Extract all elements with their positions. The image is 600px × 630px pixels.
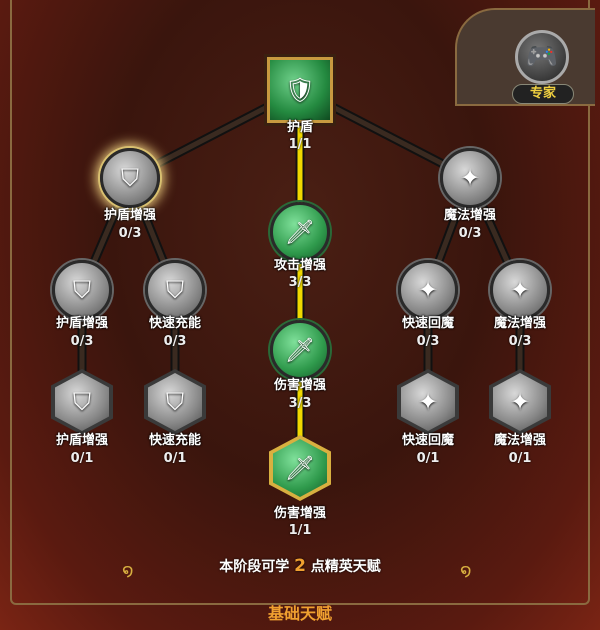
talent-label: 魔法增强 xyxy=(493,433,547,448)
talent-label: 护盾 xyxy=(286,120,314,135)
talent-label: 护盾增强 xyxy=(55,433,109,448)
talent-label: 快速回魔 xyxy=(401,316,455,331)
talent-count: 0/1 xyxy=(416,451,440,466)
gamepad-icon: 🎮 xyxy=(515,30,569,84)
talent-count: 3/3 xyxy=(288,396,312,411)
hint-points: 2 xyxy=(294,556,306,576)
talent-right-3[interactable]: ✦ xyxy=(397,369,459,435)
winged-shield-icon: 🛡 xyxy=(284,76,316,104)
talent-center-2[interactable]: 🗡 xyxy=(269,435,331,501)
talent-center-0[interactable]: 🗡 xyxy=(270,202,330,262)
talent-label: 伤害增强 xyxy=(273,506,327,521)
talent-root[interactable]: 🛡 xyxy=(264,54,336,126)
talent-count: 0/3 xyxy=(118,226,142,241)
talent-count: 0/3 xyxy=(163,334,187,349)
talent-left-0[interactable]: ⛉ xyxy=(100,148,160,208)
shield-plus-icon: ⛉ xyxy=(121,164,139,192)
talent-count: 0/1 xyxy=(163,451,187,466)
points-hint: 本阶段可学 2 点精英天赋 xyxy=(0,556,600,576)
spiral-ornament-icon: ໑ xyxy=(460,560,472,581)
sparkle-icon: ✦ xyxy=(417,276,439,304)
talent-count: 0/3 xyxy=(416,334,440,349)
difficulty-badge[interactable]: 🎮 专家 xyxy=(455,8,595,106)
sword-burst-icon: 🗡 xyxy=(284,454,316,482)
difficulty-label: 专家 xyxy=(512,84,574,104)
talent-right-1[interactable]: ✦ xyxy=(398,260,458,320)
talent-left-2[interactable]: ⛉ xyxy=(145,260,205,320)
talent-left-1[interactable]: ⛉ xyxy=(52,260,112,320)
talent-count: 0/1 xyxy=(70,451,94,466)
talent-label: 魔法增强 xyxy=(493,316,547,331)
talent-label: 攻击增强 xyxy=(273,258,327,273)
hint-suffix: 点精英天赋 xyxy=(310,559,381,575)
shield-icon: ⛉ xyxy=(166,276,184,304)
orbit-star-icon: ✦ xyxy=(509,388,531,416)
talent-label: 护盾增强 xyxy=(103,208,157,223)
talent-label: 快速回魔 xyxy=(401,433,455,448)
talent-label: 护盾增强 xyxy=(55,316,109,331)
talent-label: 快速充能 xyxy=(148,316,202,331)
sparkle-up-icon: ✦ xyxy=(509,276,531,304)
talent-count: 1/1 xyxy=(288,523,312,538)
sword-icon: 🗡 xyxy=(284,218,316,246)
shield-up-icon: ⛉ xyxy=(73,276,91,304)
talent-label: 伤害增强 xyxy=(273,378,327,393)
talent-count: 0/3 xyxy=(70,334,94,349)
talent-count: 0/3 xyxy=(508,334,532,349)
compass-star-icon: ✦ xyxy=(417,388,439,416)
talent-count: 0/1 xyxy=(508,451,532,466)
talent-label: 快速充能 xyxy=(148,433,202,448)
compass-star-icon: ✦ xyxy=(459,164,481,192)
talent-count: 0/3 xyxy=(458,226,482,241)
talent-right-0[interactable]: ✦ xyxy=(440,148,500,208)
talent-count: 3/3 xyxy=(288,275,312,290)
talent-count: 1/1 xyxy=(288,137,312,152)
shield-icon: ⛉ xyxy=(166,388,184,416)
tab-basic-talents[interactable]: 基础天赋 xyxy=(267,604,332,623)
hint-prefix: 本阶段可学 xyxy=(219,559,290,575)
talent-label: 魔法增强 xyxy=(443,208,497,223)
shield-up-icon: ⛉ xyxy=(73,388,91,416)
panel-frame xyxy=(10,0,590,605)
talent-right-2[interactable]: ✦ xyxy=(490,260,550,320)
spiral-ornament-icon: ໑ xyxy=(122,560,134,581)
sword-sparkle-icon: 🗡 xyxy=(284,336,316,364)
talent-center-1[interactable]: 🗡 xyxy=(270,320,330,380)
